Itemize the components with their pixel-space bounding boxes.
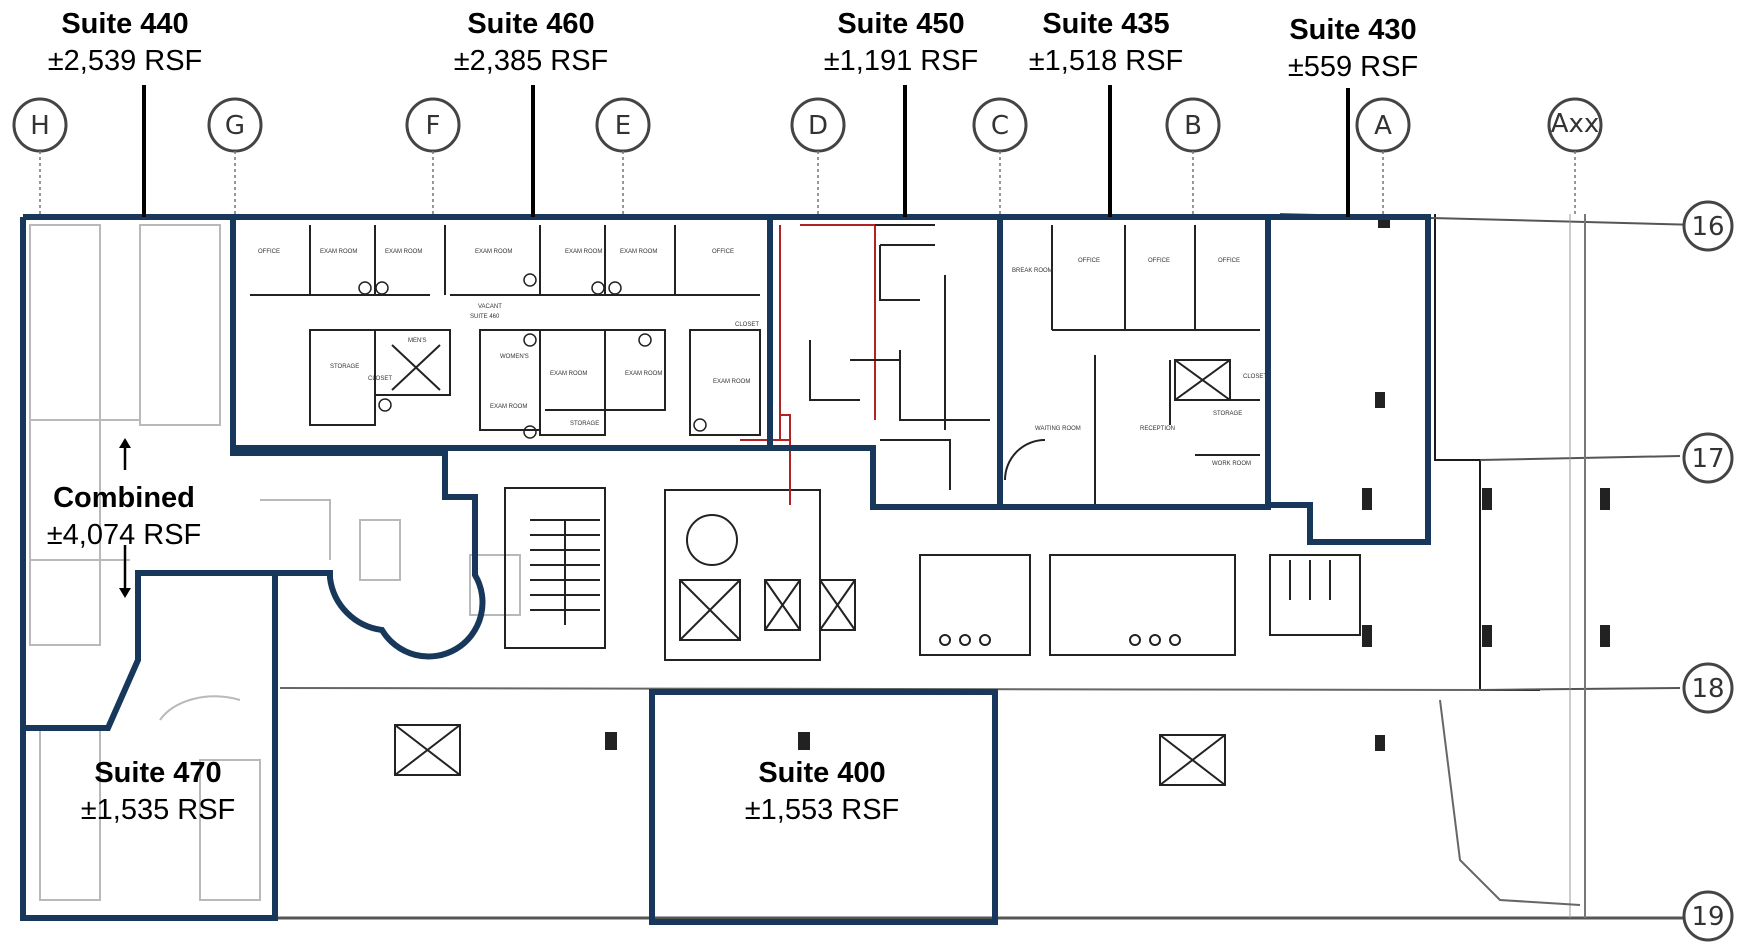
suite-labels: Suite 440 ±2,539 RSF Suite 460 ±2,385 RS… <box>47 8 1418 826</box>
grid-label-16: 16 <box>1691 212 1724 242</box>
room-label-office-e: OFFICE <box>1218 258 1240 264</box>
grid-label-18: 18 <box>1691 674 1724 704</box>
grid-label-g: G <box>225 111 245 141</box>
suite-460-interior: OFFICE EXAM ROOM EXAM ROOM EXAM ROOM EXA… <box>250 225 761 439</box>
room-label-storage-c: STORAGE <box>1213 411 1242 417</box>
suite-outlines <box>20 214 1431 925</box>
room-label-reception: RECEPTION <box>1140 426 1175 432</box>
suite-470-name: Suite 470 <box>94 757 221 789</box>
room-label-exam-2: EXAM ROOM <box>385 249 422 255</box>
grid-label-axx: Axx <box>1551 109 1600 139</box>
suite-450-name: Suite 450 <box>837 8 964 40</box>
room-label-womens: WOMEN'S <box>500 354 529 360</box>
suite-440-outline[interactable] <box>23 214 486 660</box>
room-label-mens: MEN'S <box>408 338 426 344</box>
suite-430-name: Suite 430 <box>1289 14 1416 46</box>
room-label-office-c: OFFICE <box>1078 258 1100 264</box>
grid-label-e: E <box>615 111 631 141</box>
suite-400-area: ±1,553 RSF <box>745 794 900 826</box>
suite-450-area: ±1,191 RSF <box>824 45 979 77</box>
suite-435-name: Suite 435 <box>1042 8 1169 40</box>
room-label-waiting-room: WAITING ROOM <box>1035 426 1081 432</box>
grid-label-b: B <box>1184 111 1202 141</box>
grid-label-a: A <box>1374 111 1392 141</box>
combined-name: Combined <box>53 482 195 514</box>
room-label-office-b: OFFICE <box>712 249 734 255</box>
room-label-work-room: WORK ROOM <box>1212 461 1251 467</box>
combined-arrows <box>119 438 131 598</box>
room-label-closet-a: CLOSET <box>368 376 392 382</box>
room-label-closet-c: CLOSET <box>1243 374 1267 380</box>
suite-430-area: ±559 RSF <box>1288 51 1418 83</box>
room-label-suite-460: SUITE 460 <box>470 314 500 320</box>
grid-label-19: 19 <box>1691 902 1724 932</box>
suite-435-interior: BREAK ROOM OFFICE OFFICE OFFICE WAITING … <box>1004 225 1267 506</box>
suite-440-name: Suite 440 <box>61 8 188 40</box>
suite-400-name: Suite 400 <box>758 757 885 789</box>
suite-430-outline[interactable] <box>1265 214 1431 545</box>
room-label-closet-b: CLOSET <box>735 322 759 328</box>
suite-450-interior <box>740 224 990 505</box>
grid-label-h: H <box>30 111 50 141</box>
suite-440-area: ±2,539 RSF <box>48 45 203 77</box>
room-label-office-a: OFFICE <box>258 249 280 255</box>
room-label-break-room: BREAK ROOM <box>1012 268 1053 274</box>
room-label-exam-4: EXAM ROOM <box>565 249 602 255</box>
room-label-office-d: OFFICE <box>1148 258 1170 264</box>
room-label-exam-7: EXAM ROOM <box>625 371 662 377</box>
grid-label-c: C <box>991 111 1009 141</box>
row-grid: 16 17 18 19 <box>1682 200 1734 942</box>
suite-460-name: Suite 460 <box>467 8 594 40</box>
suite-450-outline[interactable] <box>767 214 1003 510</box>
room-label-exam-5: EXAM ROOM <box>620 249 657 255</box>
room-label-exam-8: EXAM ROOM <box>490 404 527 410</box>
suite-460-area: ±2,385 RSF <box>454 45 609 77</box>
room-label-exam-3: EXAM ROOM <box>475 249 512 255</box>
suite-470-area: ±1,535 RSF <box>81 794 236 826</box>
room-label-exam-6: EXAM ROOM <box>550 371 587 377</box>
room-label-storage-a: STORAGE <box>330 364 359 370</box>
room-label-exam-1: EXAM ROOM <box>320 249 357 255</box>
leader-lines <box>142 85 1350 217</box>
grid-label-f: F <box>426 111 441 141</box>
combined-area: ±4,074 RSF <box>47 519 202 551</box>
room-label-vacant: VACANT <box>478 304 502 310</box>
grid-label-17: 17 <box>1691 444 1724 474</box>
suite-400-outline[interactable] <box>649 689 998 925</box>
grid-label-d: D <box>808 111 828 141</box>
room-label-exam-9: EXAM ROOM <box>713 379 750 385</box>
suite-435-area: ±1,518 RSF <box>1029 45 1184 77</box>
column-grid: H G F E D C B A Axx <box>12 97 1603 214</box>
room-label-storage-b: STORAGE <box>570 421 599 427</box>
